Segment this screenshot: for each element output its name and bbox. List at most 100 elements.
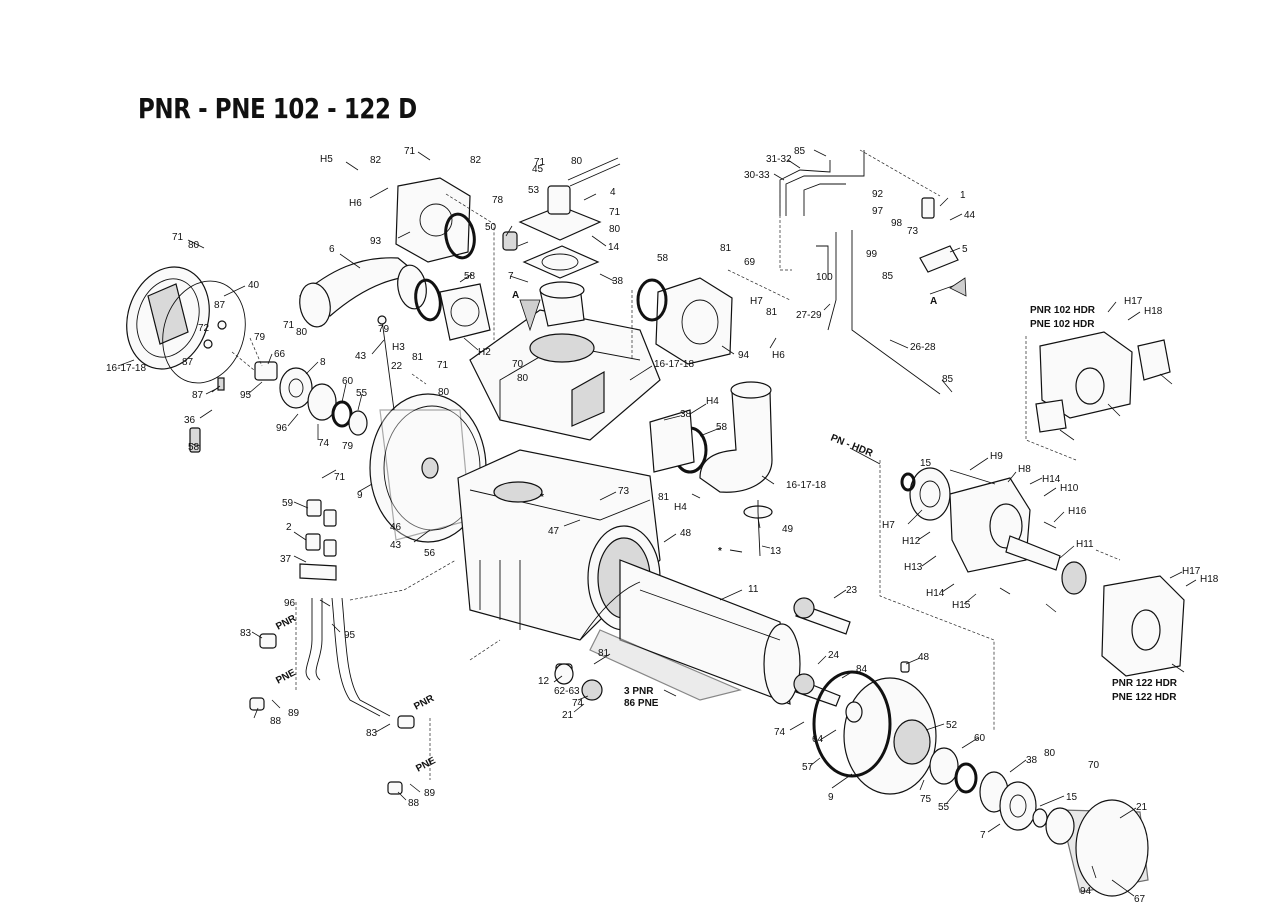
rotor-part (589, 559, 801, 705)
part-label: 71 (404, 146, 416, 157)
part-label: 81 (766, 307, 778, 318)
part-label: 88 (270, 716, 282, 727)
part-label: 70 (1088, 760, 1100, 771)
part-label: 3 PNR (624, 686, 654, 697)
part-label: H18 (1144, 306, 1163, 317)
part-label: 78 (492, 195, 504, 206)
part-label: 80 (1044, 748, 1056, 759)
part-label: 55 (938, 802, 950, 813)
part-label: 52 (946, 720, 958, 731)
assembly-guide-lines (231, 149, 1121, 780)
part-label: 75 (920, 794, 932, 805)
part-label: 80 (517, 373, 529, 384)
part-label: 87 (182, 357, 194, 368)
part-label: 74 (774, 727, 786, 738)
part-label: H4 (674, 502, 687, 513)
part-label: 1 (960, 190, 966, 201)
upper-housing-part (469, 281, 661, 441)
part-label: 40 (248, 280, 260, 291)
part-label: 4 (610, 187, 616, 198)
oil-piping-part (779, 150, 965, 395)
part-label: 8 (320, 357, 326, 368)
star-note-label: * (718, 546, 722, 557)
part-label: 58 (716, 422, 728, 433)
part-label: 80 (438, 387, 450, 398)
part-label: 16-17-18 (654, 359, 694, 370)
right-elbow-part (649, 381, 773, 493)
part-label: 86 PNE (624, 698, 659, 709)
part-label: 67 (1134, 894, 1146, 905)
part-label: H6 (772, 350, 785, 361)
part-label: 26-28 (910, 342, 936, 353)
part-label: H5 (320, 154, 333, 165)
part-labels: H5 82 H6 71 82 93 6 71 80 40 16-17-18 87… (106, 146, 1219, 905)
part-label: 71 (534, 157, 546, 168)
view-a-label: A (512, 290, 519, 301)
pne-tag-label: PNE (274, 667, 298, 687)
page-title: PNR - PNE 102 - 122 D (138, 92, 417, 125)
part-label: H9 (990, 451, 1003, 462)
part-label: 12 (538, 676, 550, 687)
bearing-housing-part (812, 670, 1048, 831)
part-label: H12 (902, 536, 921, 547)
valve-top-part (502, 157, 621, 279)
part-label: 38 (1026, 755, 1038, 766)
part-label: H15 (952, 600, 971, 611)
part-label: 48 (918, 652, 930, 663)
rotor-housing-part (369, 393, 487, 543)
part-label: H11 (1076, 539, 1094, 550)
part-label: 96 (276, 423, 288, 434)
direction-arrows (519, 277, 967, 641)
left-fittings-part (189, 320, 368, 453)
part-label: 73 (907, 226, 919, 237)
view-a-label: A (930, 296, 937, 307)
part-label: 88 (408, 798, 420, 809)
part-label: 50 (485, 222, 497, 233)
part-label: 89 (424, 788, 436, 799)
part-label: H8 (1018, 464, 1031, 475)
part-label: 43 (390, 540, 402, 551)
part-label: 43 (355, 351, 367, 362)
part-label: 9 (357, 490, 363, 501)
elbow-pipe-part (299, 257, 442, 328)
part-label: 70 (512, 359, 524, 370)
hdr-102-pnr-label: PNR 102 HDR (1030, 305, 1096, 316)
part-label: 31-32 (766, 154, 792, 165)
misc-parts (377, 315, 910, 723)
part-label: 97 (872, 206, 884, 217)
part-label: 57 (802, 762, 814, 773)
part-label: 87 (192, 390, 204, 401)
part-label: 80 (609, 224, 621, 235)
part-label: 81 (598, 648, 610, 659)
part-label: 82 (470, 155, 482, 166)
part-label: 79 (342, 441, 354, 452)
part-label: 71 (172, 232, 184, 243)
part-label: H16 (1068, 506, 1087, 517)
part-label: 22 (391, 361, 403, 372)
part-label: 16-17-18 (106, 363, 146, 374)
part-label: 6 (329, 244, 335, 255)
part-label: 23 (846, 585, 858, 596)
star-note-label: * (540, 492, 544, 503)
part-label: 44 (964, 210, 976, 221)
top-flange-part (395, 177, 491, 341)
part-label: 21 (1136, 802, 1148, 813)
part-label: 13 (770, 546, 782, 557)
part-label: 71 (437, 360, 449, 371)
part-label: 80 (296, 327, 308, 338)
part-label: 100 (816, 272, 833, 283)
part-label: 81 (720, 243, 732, 254)
end-cover-part (126, 266, 246, 384)
part-label: 60 (974, 733, 986, 744)
part-label: 93 (370, 236, 382, 247)
part-label: 84 (856, 664, 868, 675)
pnr-tag-label: PNR (274, 613, 298, 633)
part-label: H14 (926, 588, 945, 599)
part-label: 38 (680, 409, 692, 420)
part-label: 80 (188, 240, 200, 251)
part-label: 95 (344, 630, 356, 641)
part-label: 79 (378, 324, 390, 335)
part-label: 99 (866, 249, 878, 260)
pnr-tag-label: PNR (412, 693, 436, 713)
part-label: 47 (548, 526, 560, 537)
